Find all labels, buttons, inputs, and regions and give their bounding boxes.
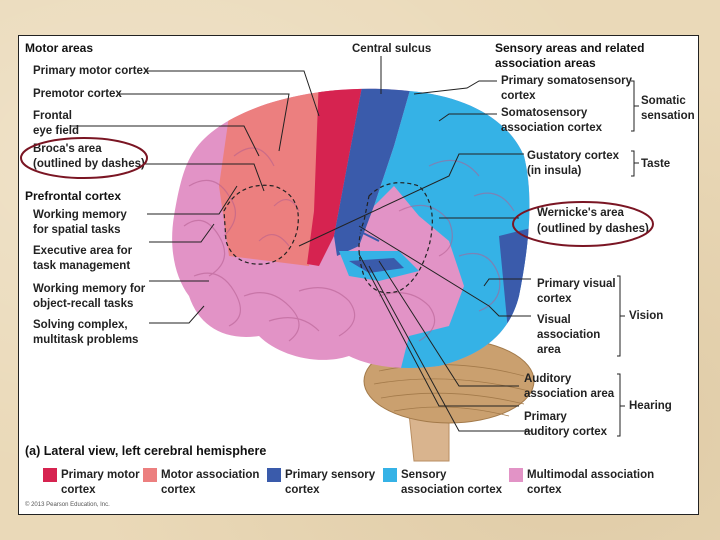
label-executive-area-2: task management <box>33 260 130 272</box>
label-somatosensory-assoc-1: Somatosensory <box>501 107 588 119</box>
brain-diagram-figure: Motor areas Primary motor cortex Premoto… <box>18 35 699 515</box>
label-working-memory-spatial-1: Working memory <box>33 209 127 221</box>
legend-label-multimodal-2: cortex <box>527 484 562 496</box>
label-auditory-assoc-2: association area <box>524 388 615 400</box>
legend-label-motor-association-1: Motor association <box>161 469 259 481</box>
label-somatic-2: sensation <box>641 110 695 122</box>
label-working-memory-object-1: Working memory for <box>33 283 146 295</box>
label-visual-assoc-1: Visual <box>537 314 571 326</box>
figure-caption: (a) Lateral view, left cerebral hemisphe… <box>25 444 266 458</box>
legend-label-multimodal-1: Multimodal association <box>527 469 654 481</box>
label-sensory-areas-1: Sensory areas and related <box>495 41 644 55</box>
legend-label-sensory-association-2: association cortex <box>401 484 503 496</box>
label-primary-visual-2: cortex <box>537 293 572 305</box>
cerebellum-folds <box>373 364 530 417</box>
legend-label-primary-motor-1: Primary motor <box>61 469 140 481</box>
label-somatosensory-assoc-2: association cortex <box>501 122 603 134</box>
label-sensory-areas-2: association areas <box>495 56 596 70</box>
label-brocas-area-1: Broca's area <box>33 143 102 155</box>
label-wernickes-2: (outlined by dashes) <box>537 223 649 235</box>
label-hearing: Hearing <box>629 400 672 412</box>
premotor-region <box>219 88 339 266</box>
label-primary-somatosensory-1: Primary somatosensory <box>501 75 633 87</box>
label-visual-assoc-3: area <box>537 344 561 356</box>
leader-lines-right <box>298 56 531 432</box>
legend-swatch-multimodal <box>509 468 523 482</box>
label-wernickes-1: Wernicke's area <box>537 207 625 219</box>
legend-label-primary-sensory-1: Primary sensory <box>285 469 376 481</box>
label-working-memory-spatial-2: for spatial tasks <box>33 224 121 236</box>
label-somatic-1: Somatic <box>641 95 686 107</box>
legend-label-sensory-association-1: Sensory <box>401 469 447 481</box>
label-gustatory-2: (in insula) <box>527 165 581 177</box>
label-visual-assoc-2: association <box>537 329 600 341</box>
label-motor-areas: Motor areas <box>25 41 93 55</box>
wernickes-highlight-circle <box>512 201 654 247</box>
legend-label-primary-sensory-2: cortex <box>285 484 320 496</box>
label-primary-somatosensory-2: cortex <box>501 90 536 102</box>
label-central-sulcus: Central sulcus <box>352 43 431 55</box>
label-primary-auditory-1: Primary <box>524 411 567 423</box>
brain-diagram: Motor areas Primary motor cortex Premoto… <box>20 41 695 508</box>
somatosensory-association-region <box>374 88 530 368</box>
label-frontal-eye-field-2: eye field <box>33 125 79 137</box>
wernickes-area-outline <box>358 182 433 294</box>
gustatory-cortex-mark <box>358 230 380 242</box>
label-brocas-area-2: (outlined by dashes) <box>33 158 145 170</box>
legend-swatch-primary-sensory <box>267 468 281 482</box>
label-premotor-cortex: Premotor cortex <box>33 88 122 100</box>
legend-label-motor-association-2: cortex <box>161 484 196 496</box>
legend-swatch-sensory-association <box>383 468 397 482</box>
label-working-memory-object-2: object-recall tasks <box>33 298 133 310</box>
label-primary-auditory-2: auditory cortex <box>524 426 608 438</box>
cerebral-hemisphere <box>172 88 530 368</box>
legend-label-primary-motor-2: cortex <box>61 484 96 496</box>
bracket-lines <box>617 80 639 437</box>
label-taste: Taste <box>641 158 670 170</box>
brocas-highlight-circle <box>20 137 148 179</box>
label-primary-motor-cortex: Primary motor cortex <box>33 65 150 77</box>
legend-swatch-primary-motor <box>43 468 57 482</box>
copyright-notice: © 2013 Pearson Education, Inc. <box>25 501 110 508</box>
legend-swatch-motor-association <box>143 468 157 482</box>
leader-lines-left <box>71 70 320 324</box>
label-prefrontal-cortex: Prefrontal cortex <box>25 189 121 203</box>
label-solving-complex-1: Solving complex, <box>33 319 128 331</box>
label-solving-complex-2: multitask problems <box>33 334 138 346</box>
label-frontal-eye-field-1: Frontal <box>33 110 72 122</box>
label-vision: Vision <box>629 310 663 322</box>
legend: Primary motor cortex Motor association c… <box>43 468 654 496</box>
label-gustatory-1: Gustatory cortex <box>527 150 620 162</box>
label-auditory-assoc-1: Auditory <box>524 373 572 385</box>
primary-motor-region <box>307 88 364 266</box>
brocas-area-outline <box>223 184 299 265</box>
label-primary-visual-1: Primary visual <box>537 278 616 290</box>
primary-somatosensory-region <box>334 88 414 256</box>
label-executive-area-1: Executive area for <box>33 245 133 257</box>
